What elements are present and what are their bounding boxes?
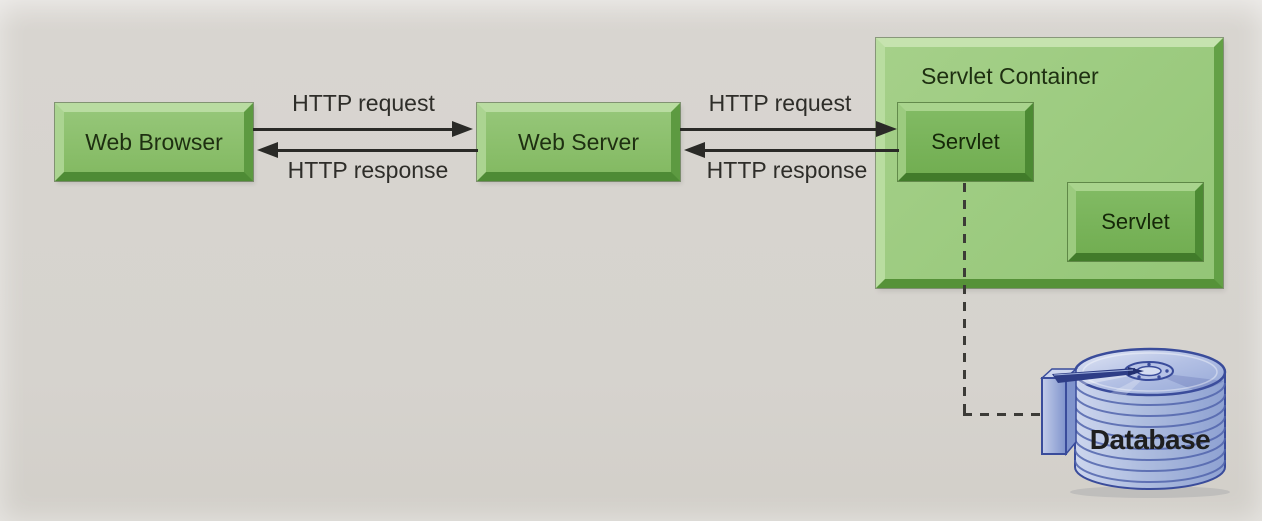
label-http-response-2: HTTP response <box>706 157 868 183</box>
node-web-server-label: Web Server <box>517 128 639 155</box>
node-servlet-secondary-label: Servlet <box>1101 209 1170 234</box>
label-http-response-1: HTTP response <box>287 157 449 183</box>
servlet-container-title: Servlet Container <box>921 63 1099 89</box>
node-servlet-container: Servlet Container Servlet Servlet <box>876 38 1223 288</box>
arrow-response-2-head-icon <box>684 142 705 158</box>
node-servlet-secondary: Servlet <box>1068 183 1203 261</box>
node-web-browser: Web Browser <box>55 103 253 181</box>
database-label: Database <box>1090 424 1211 455</box>
dashed-connector-vertical <box>963 183 966 413</box>
arrow-response-2-line <box>705 149 899 152</box>
node-web-server: Web Server <box>477 103 680 181</box>
arrow-request-1-head-icon <box>452 121 473 137</box>
arrow-request-2-line <box>680 128 877 131</box>
label-http-request-2: HTTP request <box>708 90 852 116</box>
label-http-request-1: HTTP request <box>292 90 435 116</box>
arrow-response-1-line <box>277 149 478 152</box>
node-web-browser-label: Web Browser <box>85 128 223 155</box>
node-servlet-primary: Servlet <box>898 103 1033 181</box>
arrow-request-2-head-icon <box>876 121 897 137</box>
node-servlet-primary-label: Servlet <box>931 129 1000 154</box>
dashed-connector-horizontal <box>963 413 1043 416</box>
database-disk-icon: Database <box>1040 347 1230 498</box>
arrow-request-1-line <box>253 128 454 131</box>
arrow-response-1-head-icon <box>257 142 278 158</box>
